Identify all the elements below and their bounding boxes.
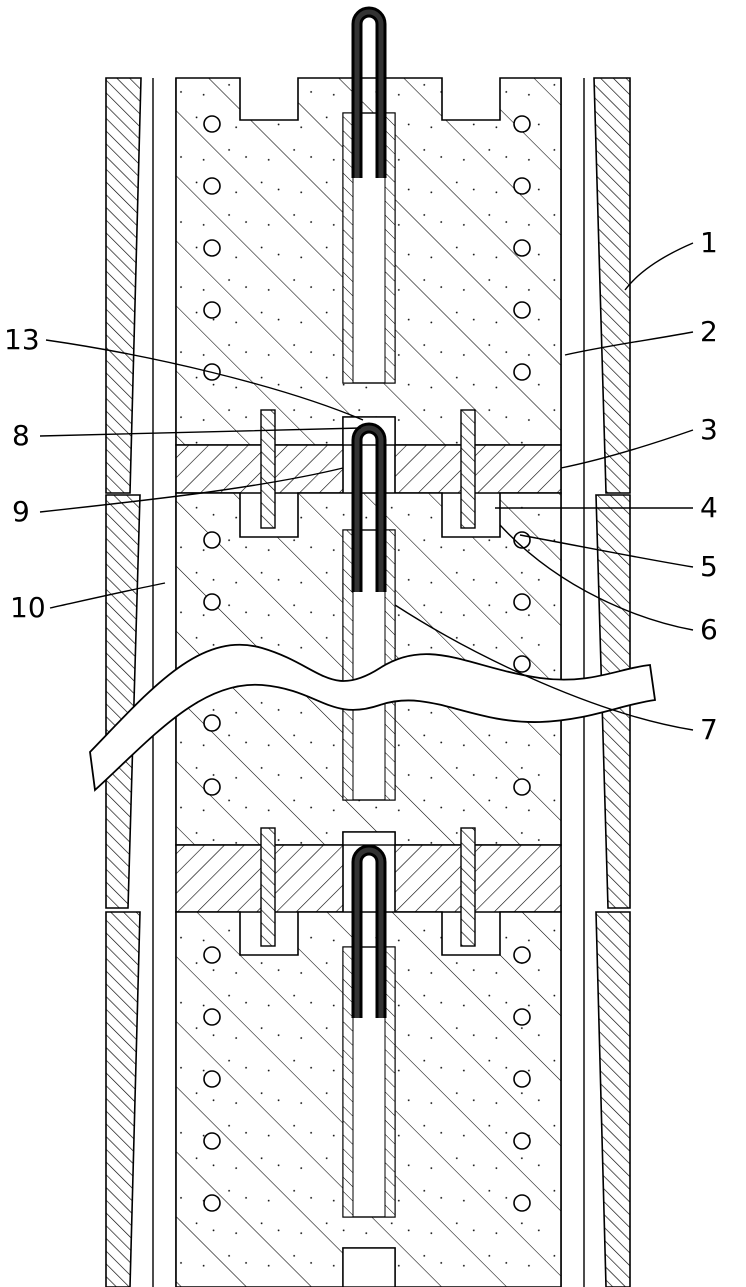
leader-1 xyxy=(625,243,693,290)
callout-6: 6 xyxy=(700,613,718,646)
callout-3: 3 xyxy=(700,413,718,446)
callout-2: 2 xyxy=(700,315,718,348)
callout-1: 1 xyxy=(700,226,718,259)
callout-8: 8 xyxy=(12,419,30,452)
callout-10: 10 xyxy=(10,591,46,624)
callout-5: 5 xyxy=(700,550,718,583)
callout-4: 4 xyxy=(700,491,718,524)
callout-7: 7 xyxy=(700,713,718,746)
callout-9: 9 xyxy=(12,495,30,528)
left-outer-formwork xyxy=(106,78,141,1287)
joint-band-1 xyxy=(176,445,561,493)
callout-13: 13 xyxy=(4,323,40,356)
